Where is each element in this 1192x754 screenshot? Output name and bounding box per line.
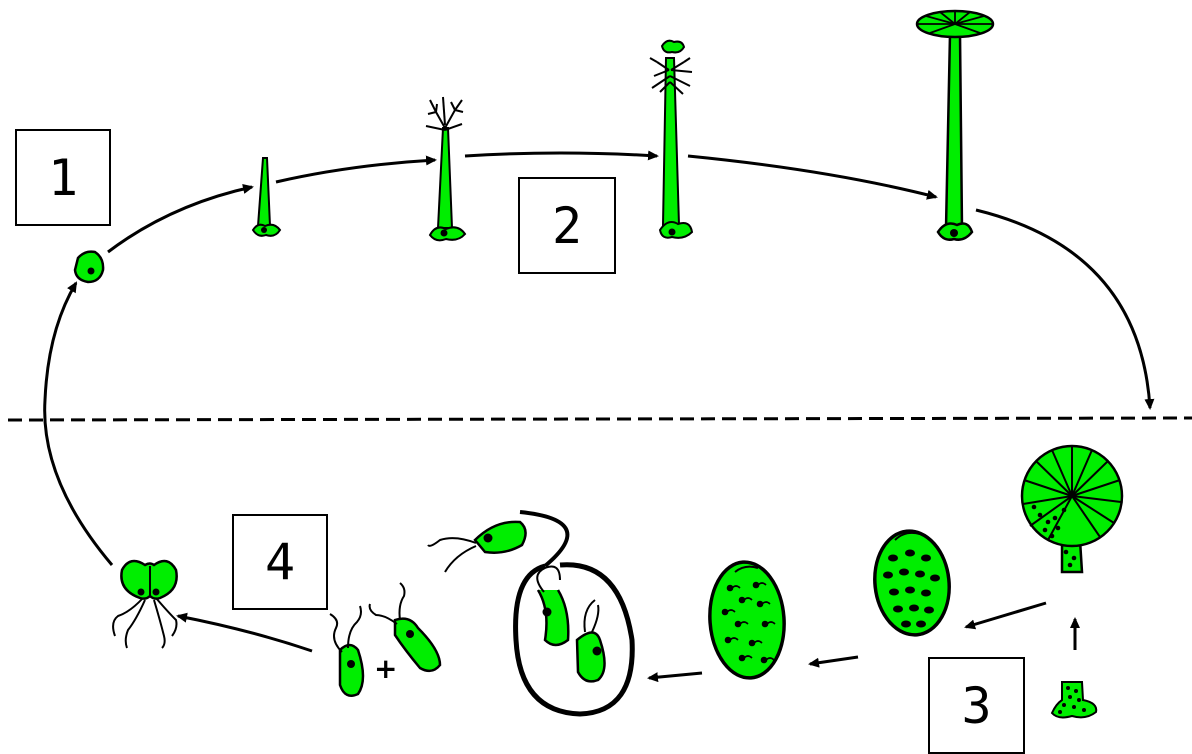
cap-with-cysts [1020, 444, 1124, 574]
stage-label-3: 3 [928, 657, 1025, 754]
whorled-stalk [425, 96, 467, 242]
arrow-fusion-to-zygote [176, 612, 313, 653]
arrow-cyst-to-gametes [808, 655, 859, 668]
arrow-young-to-mature [687, 154, 938, 200]
gamete-filled-cyst [708, 560, 786, 680]
releasing-cyst [427, 510, 635, 717]
arrow-gametes-to-release [647, 671, 703, 683]
developing-cap-stalk [649, 39, 694, 239]
arrow-zygote-to-stalk [107, 184, 254, 254]
fused-zygote [112, 559, 178, 649]
arrow-zygote-up [43, 281, 114, 566]
stage-label-4: 4 [232, 514, 328, 610]
arrow-cap-to-cyst [964, 601, 1047, 630]
phase-divider-line [7, 416, 1192, 422]
rhizoid-fragment [1050, 681, 1098, 719]
mature-cap-stalk [915, 9, 995, 241]
young-stalk [251, 157, 282, 237]
arrow-mature-down [975, 208, 1155, 410]
spotted-cyst [873, 529, 951, 637]
cycle-arrows [43, 150, 1155, 683]
arrow-whorl-to-young [464, 150, 659, 161]
gamete-pair [329, 582, 442, 697]
stage-label-1: 1 [15, 129, 111, 226]
stage-label-2: 2 [518, 177, 616, 274]
zygote-cell [73, 250, 105, 284]
fusion-plus-sign: + [374, 652, 398, 685]
arrow-stalk-to-whorl [275, 155, 437, 184]
